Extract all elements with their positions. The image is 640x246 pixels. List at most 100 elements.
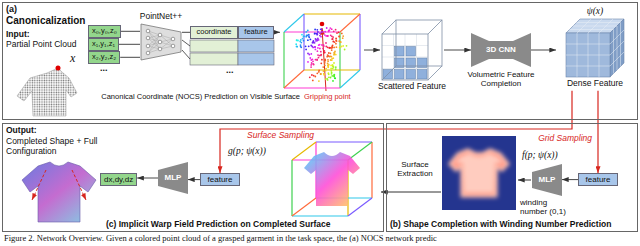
output-label: Output: bbox=[6, 126, 37, 136]
nocs-cube: Canonical Coordinate (NOCS) Prediction o… bbox=[280, 10, 364, 90]
mlp-block: MLP bbox=[532, 164, 562, 196]
box-label: feature bbox=[582, 175, 614, 184]
text-slot: 3D CNN bbox=[471, 30, 531, 70]
connector bbox=[119, 44, 140, 45]
text-slot: MLP bbox=[532, 164, 562, 196]
box-label: x₂,y₂,z₂ bbox=[92, 53, 116, 62]
input-label: Input: bbox=[6, 30, 30, 40]
connector bbox=[120, 57, 140, 58]
function-label: f(p; ψ(x)) bbox=[522, 150, 558, 161]
text-slot: Gripping point bbox=[304, 93, 351, 102]
feature-box: feature bbox=[578, 173, 618, 186]
output-label: Completed Shape + Full Configuration bbox=[6, 137, 98, 157]
flow-arrow bbox=[518, 180, 531, 181]
flow-arrow bbox=[381, 192, 441, 193]
box-label: feature bbox=[204, 175, 236, 184]
output-label: winding number (0,1) bbox=[520, 198, 576, 216]
connector bbox=[220, 91, 572, 173]
box-label: coordinate bbox=[194, 28, 234, 37]
text-slot: ... bbox=[100, 63, 108, 73]
text-slot: f(p; ψ(x)) bbox=[522, 150, 558, 161]
edge-label: Grid Sampling bbox=[537, 134, 593, 144]
input-point-box: x₂,y₂,z₂ bbox=[88, 51, 120, 64]
text-slot: Canonicalization bbox=[6, 15, 85, 27]
shape-holder bbox=[564, 17, 626, 79]
box-label: feature bbox=[242, 28, 270, 37]
shape-label: ψ(x) bbox=[556, 6, 634, 17]
feature-volume: ψ(x) Dense Feature bbox=[556, 6, 634, 91]
connector bbox=[182, 32, 190, 33]
connector bbox=[137, 178, 158, 179]
variable-label: x bbox=[70, 52, 75, 66]
network-block: PointNet++ bbox=[136, 12, 186, 62]
feature-box: feature bbox=[238, 26, 274, 39]
text-slot: winding number (0,1) bbox=[520, 198, 576, 216]
figure-caption: Figure 2. Network Overview. Given a colo… bbox=[4, 234, 636, 244]
shape-holder bbox=[280, 10, 364, 90]
edge-label: Surface Sampling bbox=[246, 131, 315, 141]
shape-label: 3D CNN bbox=[486, 45, 516, 54]
completed-garment bbox=[22, 162, 96, 222]
nocs-point-cube bbox=[280, 10, 364, 90]
connector bbox=[274, 32, 280, 33]
connector bbox=[188, 179, 200, 180]
canonical-cube bbox=[292, 142, 372, 216]
connector bbox=[121, 31, 140, 32]
text-slot: Figure 2. Network Overview. Given a colo… bbox=[4, 234, 636, 244]
feature-box: feature bbox=[200, 173, 240, 186]
text-slot: Partial Point Cloud bbox=[6, 40, 76, 50]
ellipsis: ... bbox=[100, 63, 108, 73]
text-slot: Canonical Coordinate (NOCS) Prediction o… bbox=[70, 93, 300, 102]
panel-tag: (a) bbox=[6, 4, 17, 14]
cnn-block: 3D CNN Volumetric Feature Completion bbox=[458, 30, 544, 88]
box-label: dx,dy,dz bbox=[104, 175, 133, 184]
box-label: x₀,y₀,z₀ bbox=[92, 27, 117, 36]
text-slot: Input: bbox=[6, 30, 30, 40]
text-slot: Grid Sampling bbox=[537, 134, 593, 144]
text-slot: (a) bbox=[6, 4, 17, 14]
output-box: dx,dy,dz bbox=[100, 173, 137, 186]
shape-label: Scattered Feature bbox=[376, 82, 448, 92]
text-slot: x bbox=[70, 52, 75, 66]
connector bbox=[444, 50, 471, 51]
mlp-block: MLP bbox=[158, 162, 188, 194]
panel-title: Canonicalization bbox=[6, 15, 85, 27]
shape-label: Volumetric Feature Completion bbox=[458, 70, 544, 88]
panel: (a)Canonicalization x₀,y₀,z₀ x₁,y₁,z₁ x₂,y₂… bbox=[2, 2, 638, 120]
leader-line bbox=[322, 28, 326, 91]
shape-holder: 3D CNN bbox=[471, 30, 531, 70]
step-label: Surface Extraction bbox=[390, 160, 440, 178]
text-slot: Output: bbox=[6, 126, 37, 136]
connector bbox=[562, 179, 578, 180]
input-label: Partial Point Cloud bbox=[6, 40, 76, 50]
ellipsis: ... bbox=[226, 65, 234, 75]
text-slot: (c) Implicit Warp Field Prediction on Co… bbox=[106, 220, 331, 230]
shape-label: PointNet++ bbox=[136, 12, 186, 22]
coordinate-box: coordinate bbox=[190, 26, 238, 39]
feature-rows bbox=[190, 40, 274, 65]
text-slot: (b) Shape Completion with Winding Number… bbox=[390, 220, 611, 230]
text-slot: Completed Shape + Full Configuration bbox=[6, 137, 98, 157]
dense-voxel-grid bbox=[564, 17, 626, 79]
text-slot: MLP bbox=[158, 162, 188, 194]
network-symbol bbox=[140, 22, 182, 62]
shape-holder bbox=[380, 18, 444, 82]
panel-title: (c) Implicit Warp Field Prediction on Co… bbox=[106, 220, 331, 230]
shape-label: MLP bbox=[539, 175, 556, 184]
partial-point-cloud bbox=[17, 68, 77, 116]
shape-label: Canonical Coordinate (NOCS) Prediction o… bbox=[70, 93, 300, 102]
shape-holder: MLP bbox=[532, 164, 562, 196]
input-point-box: x₁,y₁,z₁ bbox=[88, 38, 119, 51]
shape-label: Dense Feature bbox=[556, 79, 634, 89]
shape-label: MLP bbox=[165, 173, 182, 182]
connector bbox=[597, 91, 598, 173]
text-slot: Surface Sampling bbox=[246, 131, 315, 141]
network-lines bbox=[182, 40, 190, 59]
text-slot: g(p; ψ(x)) bbox=[228, 146, 266, 157]
text-slot: ... bbox=[226, 65, 234, 75]
voxel-cube: Scattered Feature bbox=[376, 18, 448, 92]
box-label: x₁,y₁,z₁ bbox=[92, 40, 115, 49]
sparse-voxel-grid bbox=[380, 18, 444, 82]
connector bbox=[364, 50, 380, 51]
